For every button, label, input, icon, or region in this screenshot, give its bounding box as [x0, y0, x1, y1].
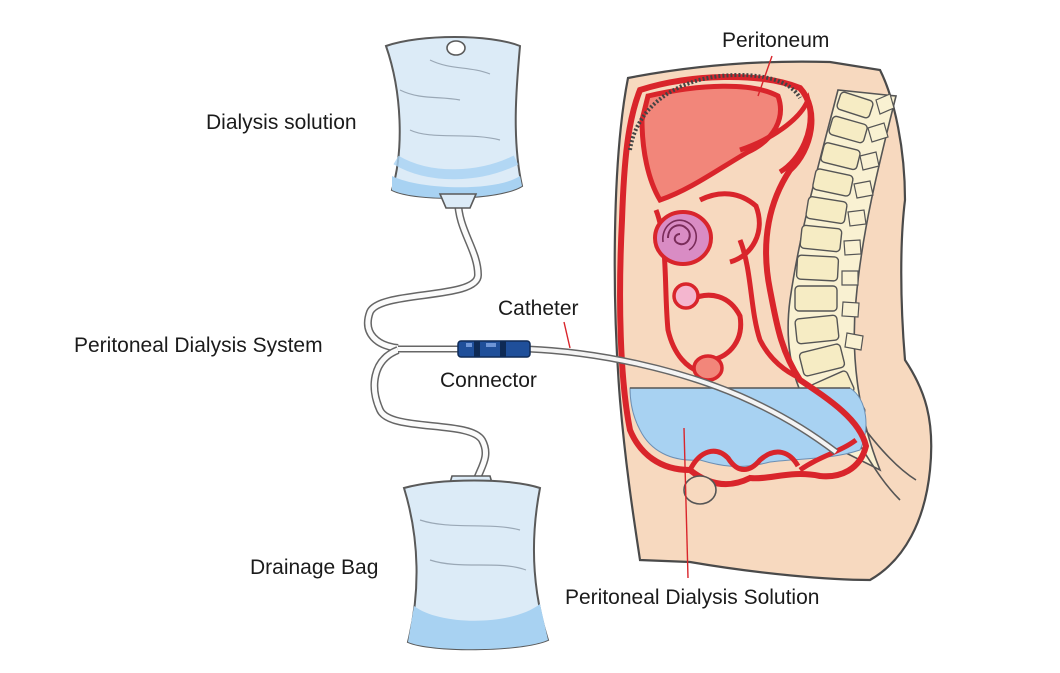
- bladder: [692, 354, 724, 382]
- label-peritoneal-dialysis-system: Peritoneal Dialysis System: [74, 334, 323, 357]
- pelvic-structure: [683, 475, 717, 505]
- leader-lines: [563, 55, 773, 579]
- label-catheter: Catheter: [498, 297, 579, 320]
- drainage-bag: [402, 475, 550, 651]
- label-connector: Connector: [440, 369, 537, 392]
- label-peritoneal-dialysis-solution: Peritoneal Dialysis Solution: [565, 586, 820, 609]
- kidney: [653, 210, 713, 266]
- body-cross-section: [613, 60, 933, 582]
- label-peritoneum: Peritoneum: [722, 29, 830, 52]
- label-drainage-bag: Drainage Bag: [250, 556, 379, 579]
- abdominal-organs: [617, 73, 870, 488]
- label-dialysis-solution: Dialysis solution: [206, 111, 357, 134]
- dialysis-solution-bag: [384, 36, 524, 209]
- tubing: [364, 199, 839, 490]
- connector-device: [457, 340, 531, 358]
- small-organ: [672, 282, 700, 310]
